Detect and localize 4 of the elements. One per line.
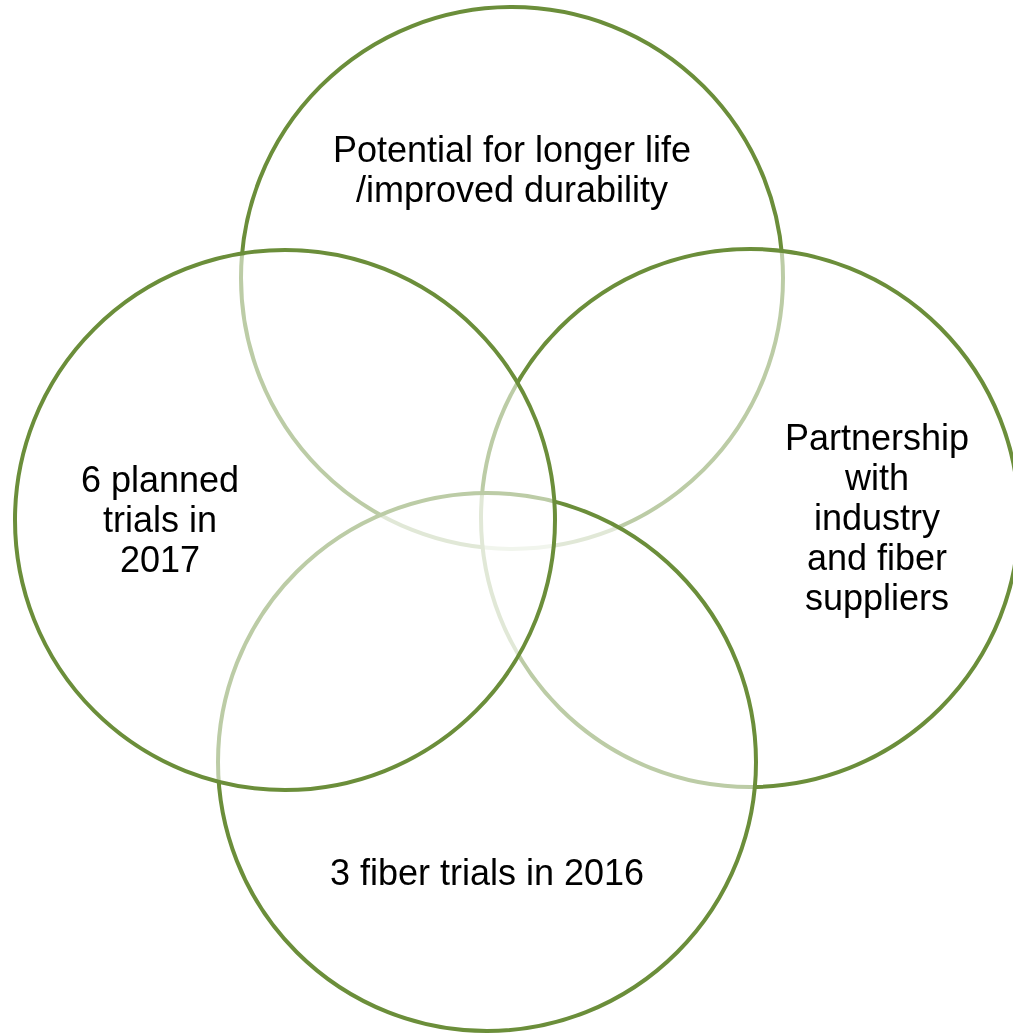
circle-label: 3 fiber trials in 2016 (328, 853, 646, 893)
circle-label: Potential for longer life /improved durability (331, 130, 693, 210)
circle-label: Partnership with industry and fiber suppliers (783, 418, 971, 618)
circle-label: 6 planned trials in 2017 (79, 460, 241, 580)
